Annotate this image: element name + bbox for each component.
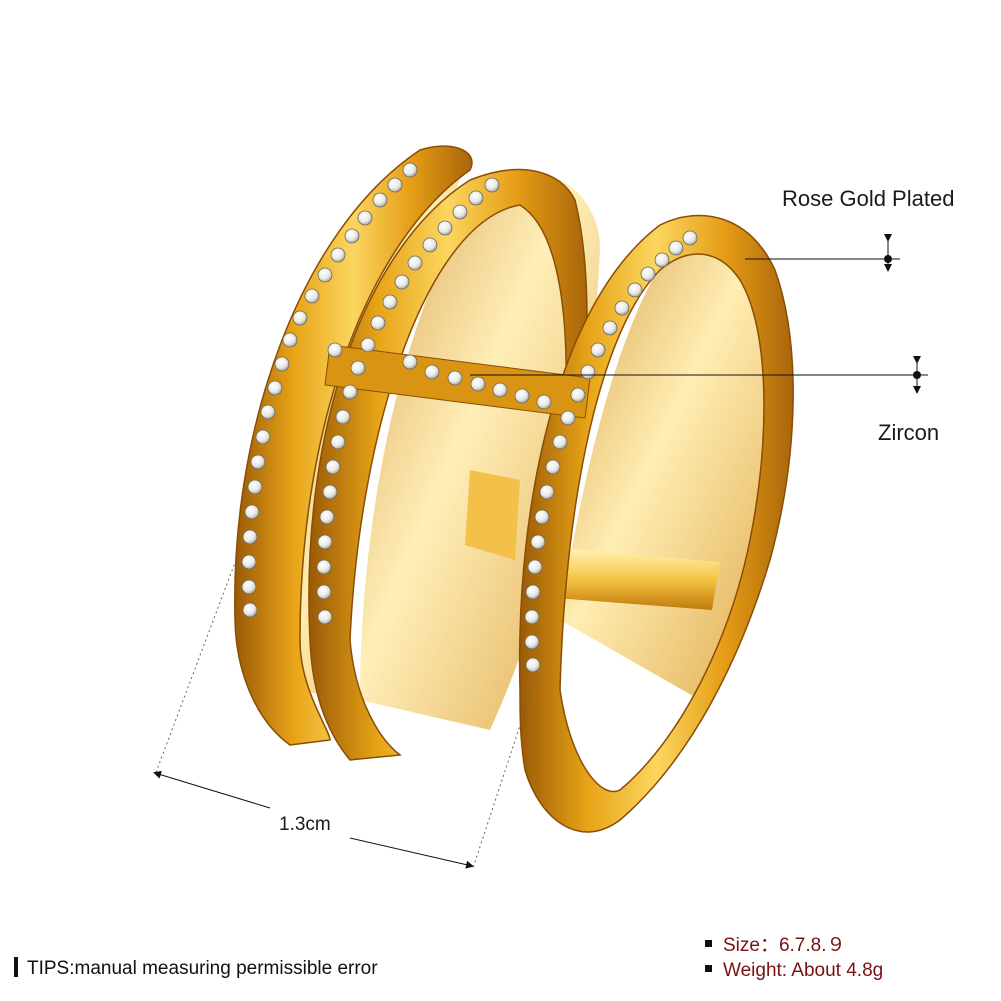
ring-image [234,145,794,833]
tips-text: TIPS:manual measuring permissible error [27,958,378,979]
callout-zircon [470,356,928,394]
callout-zircon-label: Zircon [878,420,940,445]
callout-plating [745,234,900,272]
zircon-row-left [241,162,418,618]
tips-bar-icon [14,956,18,977]
spec-weight: Weight: About 4.8g [705,960,883,982]
zircon-row-crossbar [327,342,552,410]
dimension-width-label: 1.3cm [279,814,331,835]
tips-note: TIPS:manual measuring permissible error [14,956,378,980]
dimension-arrow-right [349,837,474,869]
dimension-arrow-left [153,770,271,809]
dimension-guide-left [154,559,237,776]
ring-connector-lower [555,548,720,610]
zircon-row-middle [316,177,500,625]
bullet-icon [705,940,712,948]
ring-connector-back [465,470,520,560]
ring-band-left [234,145,473,746]
bullet-icon [705,965,712,973]
spec-size: Size：6.7.8.９ [705,930,846,957]
spec-size-text: Size：6.7.8.９ [723,935,846,956]
callout-plating-label: Rose Gold Plated [782,186,955,211]
spec-weight-text: Weight: About 4.8g [723,960,884,981]
dimension-indicator [153,559,536,869]
